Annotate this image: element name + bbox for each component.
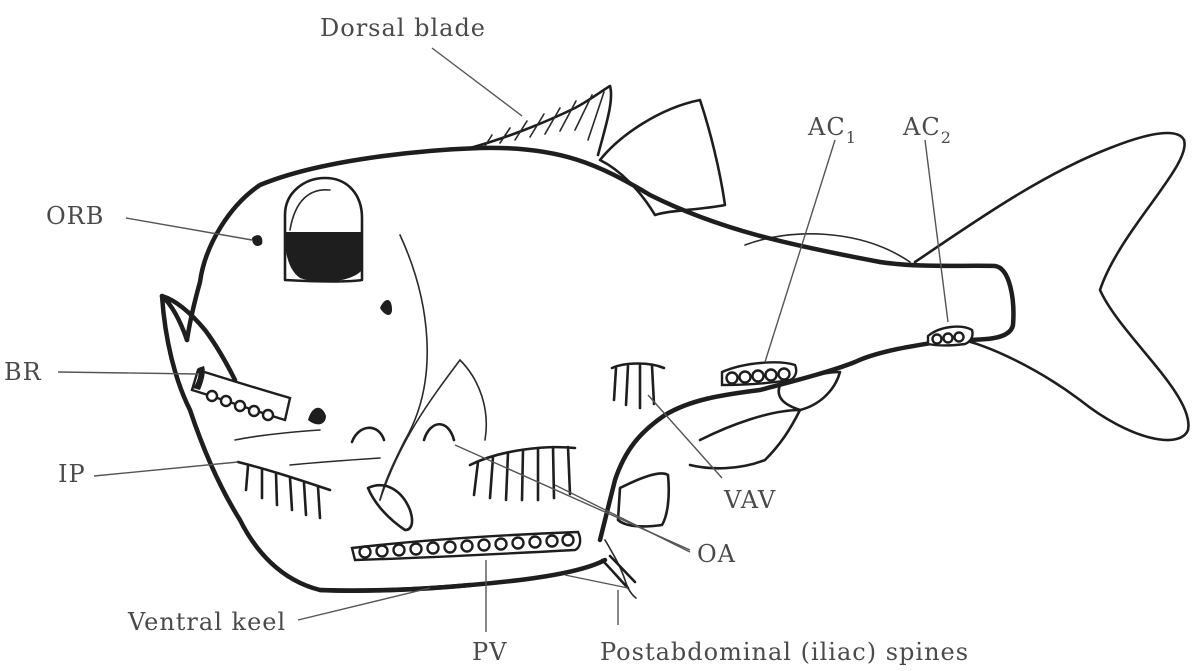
head-photophore	[380, 300, 392, 315]
pelvic-fin-lower	[690, 410, 800, 468]
label-orb: ORB	[46, 202, 104, 230]
label-ac2-main: AC	[902, 113, 941, 141]
caudal-fin	[915, 133, 1188, 440]
orb-leader	[126, 218, 252, 240]
label-dorsal-blade: Dorsal blade	[320, 14, 486, 42]
label-ip: IP	[58, 460, 86, 488]
pv-photophores	[352, 532, 580, 560]
ac1-photophores	[722, 362, 796, 385]
eye	[285, 178, 362, 282]
pectoral-fin	[368, 485, 412, 530]
ac2-photophores	[928, 327, 973, 346]
cheek-photophore	[308, 408, 326, 425]
label-postabdominal-spines: Postabdominal (iliac) spines	[600, 638, 969, 666]
ip-photophores	[238, 462, 330, 518]
dorsal-fin	[600, 100, 725, 215]
label-vav: VAV	[723, 486, 776, 514]
label-br: BR	[4, 358, 42, 386]
gill-arc	[380, 360, 486, 500]
label-ac2-sub: 2	[941, 128, 952, 147]
label-ventral-keel: Ventral keel	[127, 608, 286, 636]
dorsal-blade	[470, 86, 611, 155]
anal-fin	[618, 473, 669, 526]
label-pv: PV	[472, 638, 507, 666]
dorsal-blade-leader	[432, 48, 522, 116]
label-ac1-main: AC	[807, 113, 846, 141]
label-ac2: AC2	[902, 113, 952, 147]
orb-photophore	[252, 235, 262, 246]
br-photophores	[192, 366, 290, 420]
oa-photophore-1	[352, 428, 384, 442]
operculum-line	[380, 235, 427, 500]
ac2-leader	[925, 140, 948, 322]
label-ac1: AC1	[807, 113, 857, 147]
label-ac1-sub: 1	[846, 128, 857, 147]
ventral-keel-edge	[320, 585, 470, 591]
oa-photophore-2	[424, 424, 454, 440]
vav-photophores	[612, 364, 664, 409]
mouth-line	[235, 430, 380, 465]
label-oa: OA	[697, 540, 736, 568]
